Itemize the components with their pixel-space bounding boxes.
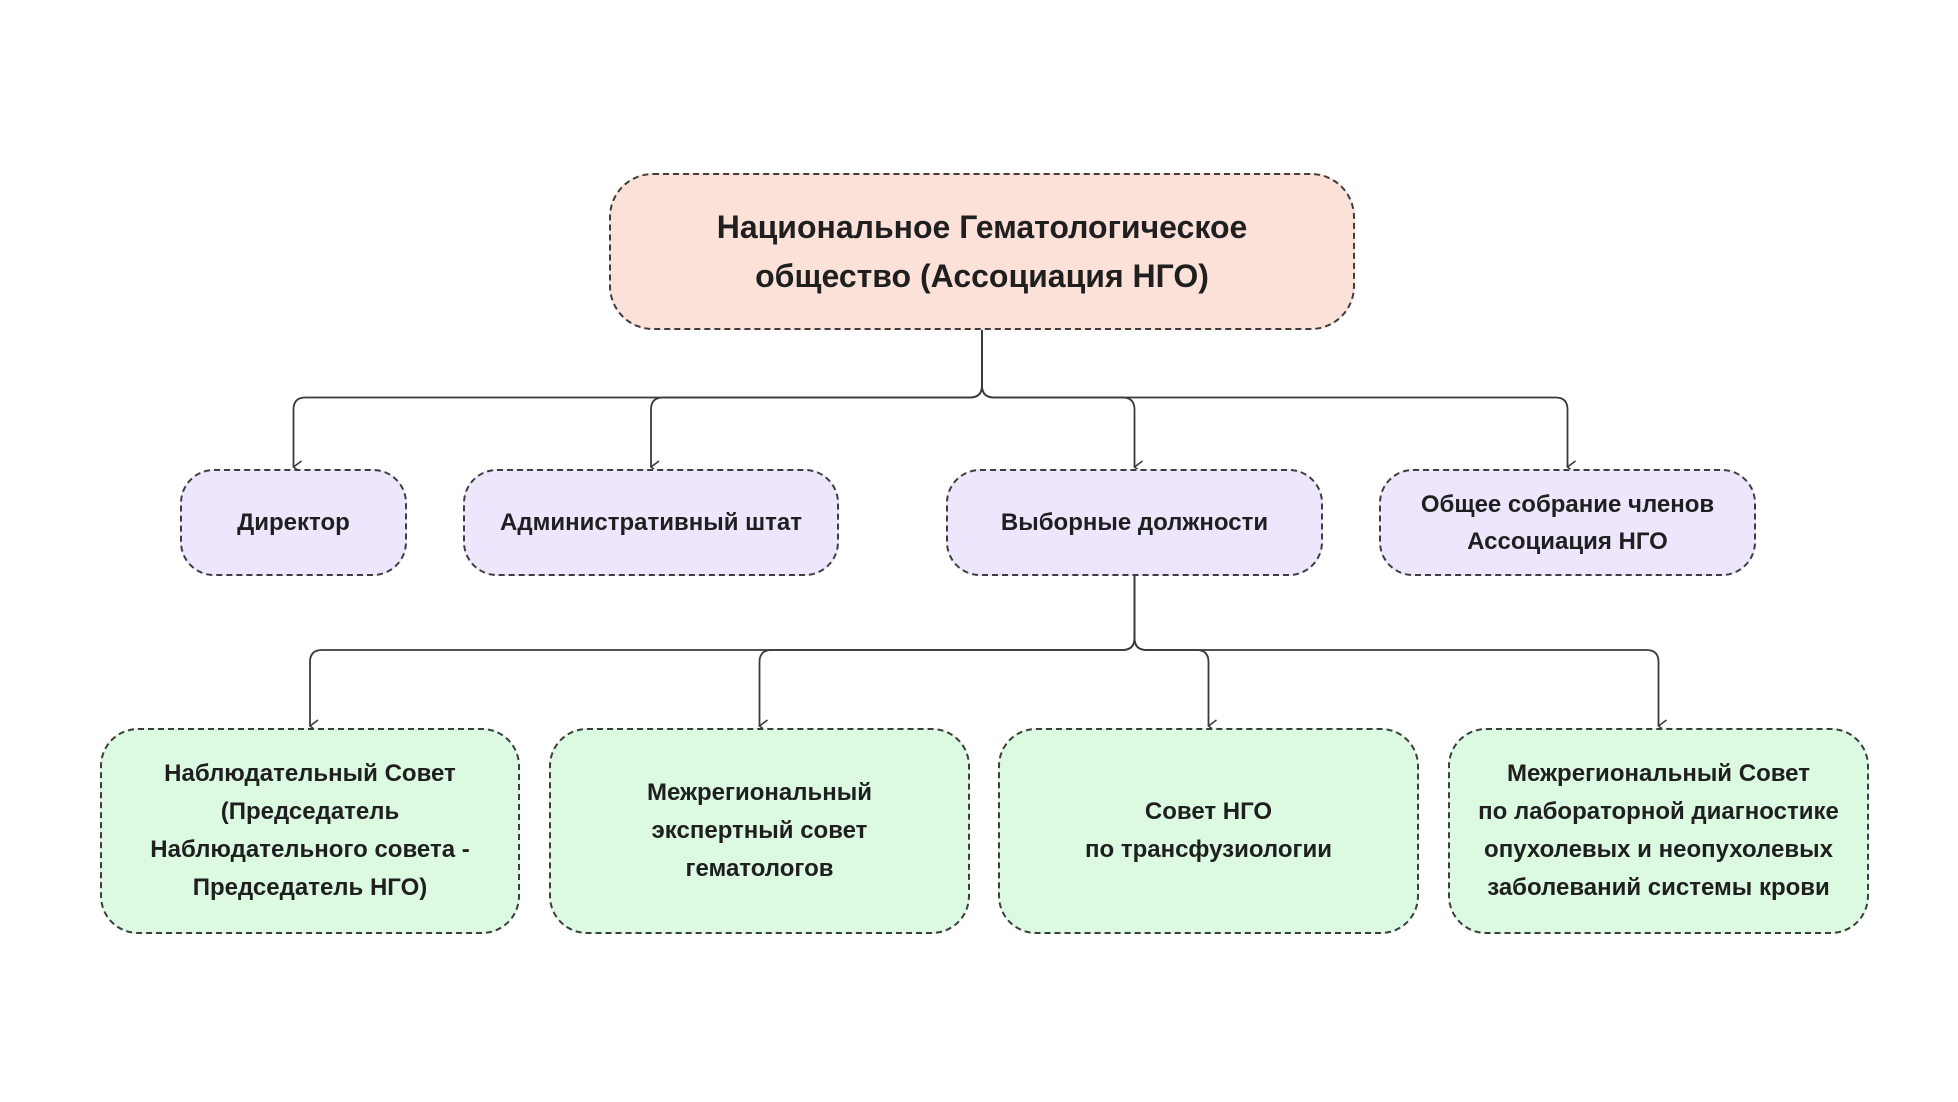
connector-elected-to-supervisory: [310, 576, 1136, 726]
connector-root-to-director: [294, 330, 983, 467]
node-general-assembly: Общее собрание членов Ассоциация НГО: [1379, 469, 1756, 576]
node-administrative-staff: Административный штат: [463, 469, 839, 576]
org-root-node: Национальное Гематологическое общество (…: [609, 173, 1355, 330]
node-director: Директор: [180, 469, 407, 576]
node-transfusion-council: Совет НГО по трансфузиологии: [998, 728, 1419, 934]
node-expert-council: Межрегиональный экспертный совет гематол…: [549, 728, 970, 934]
connector-root-to-assembly: [981, 330, 1568, 467]
connector-elected-to-expert: [760, 576, 1136, 726]
connector-root-to-admin: [651, 330, 983, 467]
connector-elected-to-transfusion: [1133, 576, 1209, 726]
connector-elected-to-laboratory: [1133, 576, 1659, 726]
connector-root-to-elected: [981, 330, 1135, 467]
node-laboratory-council: Межрегиональный Совет по лабораторной ди…: [1448, 728, 1869, 934]
node-supervisory-board: Наблюдательный Совет (Председатель Наблю…: [100, 728, 520, 934]
node-elected-positions: Выборные должности: [946, 469, 1323, 576]
